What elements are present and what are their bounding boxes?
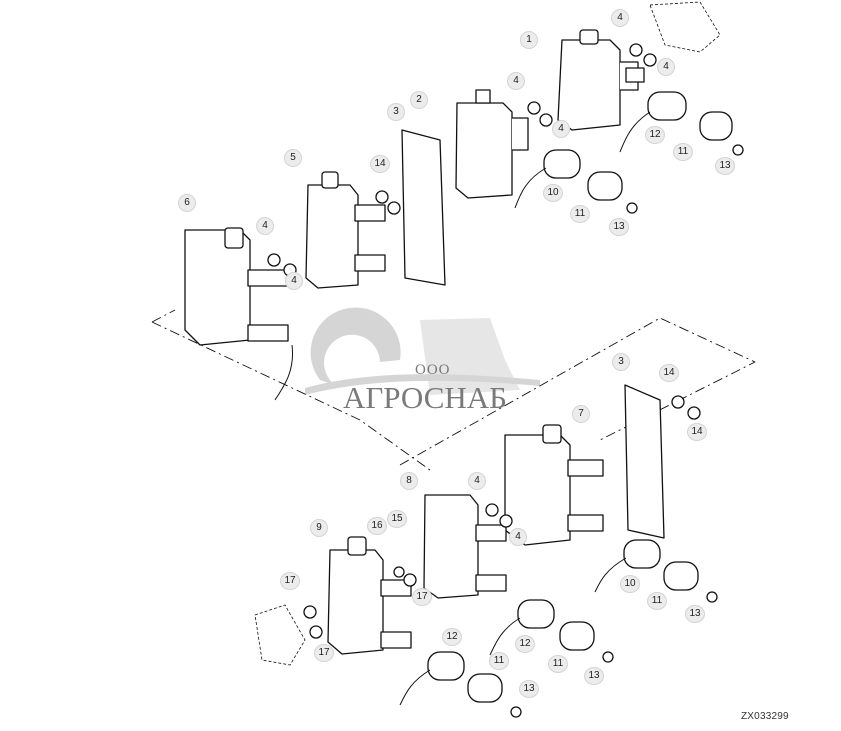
callout-13: 13 — [685, 605, 705, 623]
valve-block-2 — [455, 89, 529, 199]
valve-block-1 — [557, 29, 645, 131]
callout-14: 14 — [370, 155, 390, 173]
callout-12: 12 — [645, 126, 665, 144]
nuts — [510, 144, 744, 718]
callout-10: 10 — [620, 575, 640, 593]
callout-4: 4 — [285, 272, 303, 290]
callout-12: 12 — [515, 635, 535, 653]
callout-14: 14 — [659, 364, 679, 382]
callout-13: 13 — [519, 680, 539, 698]
valve-block-8 — [423, 494, 507, 599]
callout-11: 11 — [548, 655, 568, 673]
callout-2: 2 — [410, 91, 428, 109]
callout-4: 4 — [507, 72, 525, 90]
callout-10: 10 — [543, 184, 563, 202]
callout-1: 1 — [520, 31, 538, 49]
valve-block-5 — [305, 171, 386, 289]
callout-7: 7 — [572, 405, 590, 423]
seals — [267, 43, 701, 639]
callout-6: 6 — [178, 194, 196, 212]
callout-14: 14 — [687, 423, 707, 441]
dashed-boundary — [151, 309, 756, 471]
callout-4: 4 — [468, 472, 486, 490]
callout-4: 4 — [552, 120, 570, 138]
callout-3: 3 — [612, 353, 630, 371]
callout-8: 8 — [400, 472, 418, 490]
valve-block-9 — [327, 536, 412, 655]
mounting-plate-lower — [624, 384, 665, 539]
callout-3: 3 — [387, 103, 405, 121]
callout-11: 11 — [647, 592, 667, 610]
callout-4: 4 — [657, 58, 675, 76]
valve-block-7 — [504, 424, 604, 546]
callout-11: 11 — [570, 205, 590, 223]
callout-5: 5 — [284, 149, 302, 167]
callout-12: 12 — [442, 628, 462, 646]
callout-13: 13 — [584, 667, 604, 685]
callout-17: 17 — [280, 572, 300, 590]
callout-11: 11 — [673, 143, 693, 161]
callout-9: 9 — [310, 519, 328, 537]
callout-17: 17 — [314, 644, 334, 662]
callout-4: 4 — [611, 9, 629, 27]
callout-4: 4 — [256, 217, 274, 235]
mounting-plate-upper — [401, 129, 446, 286]
wires — [274, 111, 651, 706]
solenoid-coils — [427, 91, 733, 703]
callout-13: 13 — [609, 218, 629, 236]
figure-code: ZX033299 — [741, 711, 789, 722]
dashed-mount-top — [649, 1, 721, 53]
watermark-name: АГРОСНАБ — [343, 380, 507, 415]
callout-4: 4 — [509, 528, 527, 546]
callout-11: 11 — [489, 652, 509, 670]
callout-13: 13 — [715, 157, 735, 175]
dashed-mount-bottom — [254, 604, 306, 666]
watermark-prefix: ООО — [415, 362, 451, 378]
valve-block-6 — [184, 227, 289, 346]
callout-17: 17 — [412, 588, 432, 606]
callout-15: 15 — [387, 510, 407, 528]
callout-16: 16 — [367, 517, 387, 535]
